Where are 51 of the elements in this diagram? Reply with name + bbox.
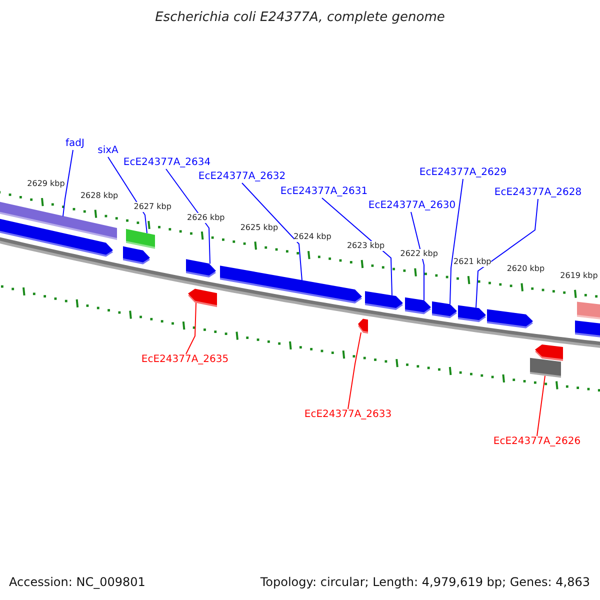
leader-line [166, 168, 210, 264]
gene-label: EcE24377A_2632 [198, 171, 286, 183]
position-label: 2628 kbp [80, 190, 118, 201]
gene-label: EcE24377A_2633 [304, 409, 392, 421]
gene-label: sixA [98, 145, 118, 157]
gene-label: EcE24377A_2628 [494, 187, 582, 199]
leader-line [348, 332, 362, 410]
genome-stats-text: Topology: circular; Length: 4,979,619 bp; Genes: 4,863 [260, 575, 590, 589]
gene-feature [535, 344, 563, 361]
leader-line [242, 182, 302, 282]
gene-feature [458, 305, 486, 322]
gene-label: EcE24377A_2635 [141, 354, 229, 366]
leader-line [536, 375, 546, 436]
position-label: 2625 kbp [240, 222, 278, 233]
gene-feature [432, 301, 457, 318]
gene-label: EcE24377A_2634 [123, 157, 211, 169]
position-label: 2619 kbp [560, 270, 598, 281]
leader-line [476, 198, 538, 308]
leader-line [322, 198, 392, 296]
gene-feature [126, 228, 155, 249]
gene-feature [358, 318, 368, 334]
gene-label: EcE24377A_2626 [493, 436, 581, 448]
gene-feature [575, 320, 600, 338]
position-label: 2627 kbp [134, 202, 172, 212]
position-label: 2620 kbp [506, 264, 545, 274]
position-label: 2623 kbp [346, 240, 385, 251]
position-label: 2621 kbp [454, 257, 492, 268]
gene-feature [123, 246, 150, 264]
accession-text: Accession: NC_009801 [9, 575, 146, 589]
gene-feature [0, 218, 113, 257]
gene-label: EcE24377A_2630 [368, 200, 456, 212]
gene-label: EcE24377A_2631 [280, 186, 368, 198]
gene-label: EcE24377A_2629 [419, 167, 507, 179]
gene-feature [220, 266, 362, 304]
leader-line [450, 178, 464, 305]
gene-feature [188, 288, 217, 308]
leader-line [62, 150, 74, 217]
title: Escherichia coli E24377A, complete genome [154, 10, 446, 25]
position-label: 2626 kbp [187, 212, 225, 223]
leader-line [186, 302, 196, 354]
position-label: 2629 kbp [27, 179, 65, 190]
leader-line [410, 212, 424, 301]
leader-line [108, 156, 148, 234]
gene-feature [365, 291, 403, 310]
gene-feature [577, 302, 600, 320]
gene-feature [186, 259, 216, 278]
gene-feature [530, 358, 561, 378]
position-label: 2622 kbp [400, 249, 438, 260]
position-label: 2624 kbp [294, 232, 332, 242]
gene-label: fadJ [66, 138, 84, 150]
gene-feature [405, 297, 431, 314]
